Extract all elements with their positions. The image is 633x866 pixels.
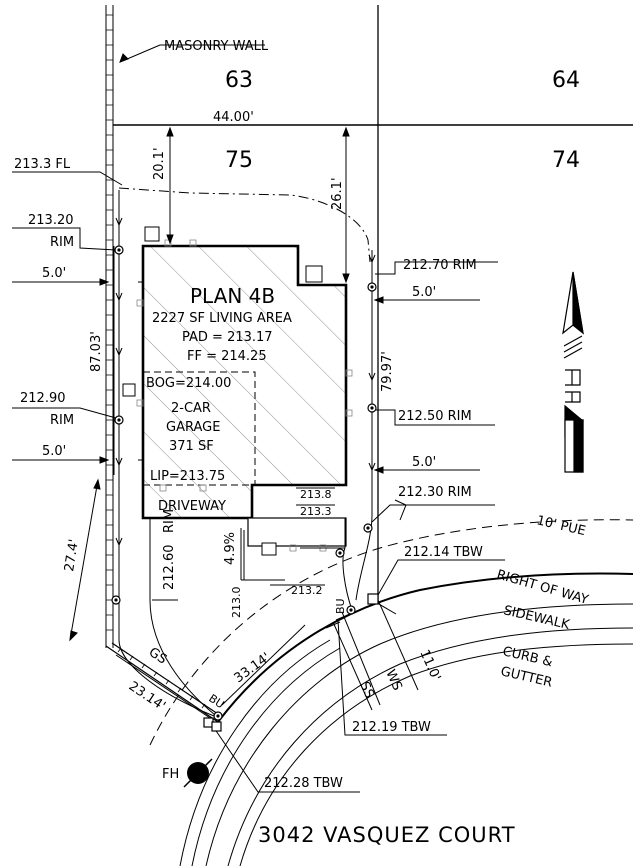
elev-213-3-label: 213.3 (300, 505, 332, 518)
lot-75-label: 75 (225, 148, 253, 173)
north-arrow-icon (562, 271, 584, 473)
rim-212-70-label: 212.70 RIM (403, 258, 477, 273)
gs-label: GS (146, 645, 170, 668)
tbw-212-19-label: 212.19 TBW (352, 720, 431, 735)
dimension-lines (12, 124, 480, 719)
dim-11-0-label: 11.0' (416, 648, 443, 684)
elev-213-8-label: 213.8 (300, 488, 332, 501)
garage-line-2: GARAGE (166, 420, 220, 435)
lot-74-label: 74 (552, 148, 580, 173)
masonry-wall-label: MASONRY WALL (164, 39, 269, 54)
lot-63-label: 63 (225, 68, 253, 93)
bu-right-label: BU (334, 598, 347, 614)
setback-20-label: 20.1' (152, 147, 167, 180)
setback-26-label: 26.1' (330, 177, 345, 210)
fire-hydrant-icon (183, 758, 213, 788)
plan-title: PLAN 4B (190, 284, 275, 308)
ss-label: SS (356, 680, 376, 701)
tbw-212-28-label: 212.28 TBW (264, 776, 343, 791)
leader-lines (12, 44, 505, 793)
dim-27-4-label: 27.4' (62, 538, 82, 572)
living-area-label: 2227 SF LIVING AREA (152, 311, 292, 326)
rim-212-60-label: 212.60 (162, 545, 177, 591)
lot-64-label: 64 (552, 68, 580, 93)
elev-213-0-label: 213.0 (230, 587, 243, 619)
side-left-2-label: 5.0' (42, 444, 66, 459)
pad-label: PAD = 213.17 (182, 330, 273, 345)
street-curves (149, 519, 633, 866)
rim-213-20-label: 213.20 (28, 213, 74, 228)
pue-label: 10' PUE (535, 513, 587, 539)
rim-212-90-sub: RIM (50, 413, 74, 428)
tbw-212-14-label: 212.14 TBW (404, 545, 483, 560)
garage-line-3: 371 SF (169, 439, 214, 454)
garage-line-1: 2-CAR (171, 401, 211, 416)
address-title: 3042 VASQUEZ COURT (258, 823, 516, 847)
circle-rim-icon (111, 245, 379, 732)
house-footprint (122, 226, 353, 556)
elev-213-2-label: 213.2 (291, 584, 323, 597)
fh-label: FH (162, 767, 179, 782)
side-right-2-label: 5.0' (412, 455, 436, 470)
depth-left-label: 87.03' (89, 331, 104, 372)
ff-label: FF = 214.25 (187, 349, 267, 364)
rim-213-20-sub: RIM (50, 235, 74, 250)
side-right-1-label: 5.0' (412, 285, 436, 300)
driveway-label: DRIVEWAY (158, 499, 226, 514)
bog-label: BOG=214.00 (146, 376, 231, 391)
side-left-1-label: 5.0' (42, 266, 66, 281)
depth-right-label: 79.97' (380, 351, 395, 392)
rim-212-50-label: 212.50 RIM (398, 409, 472, 424)
rim-212-90-label: 212.90 (20, 391, 66, 406)
lip-label: LIP=213.75 (150, 469, 225, 484)
rim-212-30-label: 212.30 RIM (398, 485, 472, 500)
frontage-label: 44.00' (213, 110, 254, 125)
fl-label: 213.3 FL (14, 157, 71, 172)
rim-212-60-sub: RIM (162, 509, 177, 533)
ws-label: WS (382, 668, 404, 693)
slope-label: 4.9% (223, 532, 238, 565)
